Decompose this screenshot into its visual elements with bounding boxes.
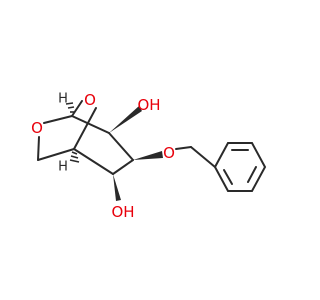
stereo-h-top-label: H: [58, 92, 68, 107]
bond-c2-c3: [108, 132, 134, 161]
benzene-double-2: [247, 166, 257, 183]
ring-oxygen-label: O: [31, 119, 43, 137]
bond-ringO-ch2: [37, 136, 40, 161]
hash-bonds: [65, 102, 80, 163]
bridge-oxygen-label: O: [84, 91, 96, 109]
wedge-c3-oether: [133, 151, 163, 160]
wedge-c4-oh: [113, 174, 121, 201]
wedge-bonds: [109, 106, 163, 201]
wedge-c2-oh: [109, 106, 142, 133]
ether-oxygen-label: O: [163, 144, 175, 162]
stereo-h-bottom-label: H: [58, 160, 68, 175]
hydroxyl-bottom-label: OH: [111, 203, 134, 221]
bond-c1-c2: [71, 115, 110, 134]
benzene-ring: [213, 142, 267, 192]
bond-ch2-ring: [190, 146, 216, 168]
benzene-double-3: [223, 169, 233, 185]
bond-c5-c4: [73, 148, 114, 175]
bond-c1-obridge: [71, 100, 83, 117]
bond-ch2-c5: [37, 148, 75, 161]
bond-oether-ch2: [175, 146, 192, 150]
bond-ringO-c1: [43, 115, 73, 124]
hydroxyl-top-label: OH: [137, 96, 160, 114]
molecule-diagram: O O OH O OH H H: [31, 91, 267, 221]
bond-c3-c4: [112, 159, 134, 175]
atom-labels: O O OH O OH H H: [31, 91, 175, 221]
bonds: [37, 100, 267, 192]
bond-obridge-c5: [73, 107, 97, 150]
